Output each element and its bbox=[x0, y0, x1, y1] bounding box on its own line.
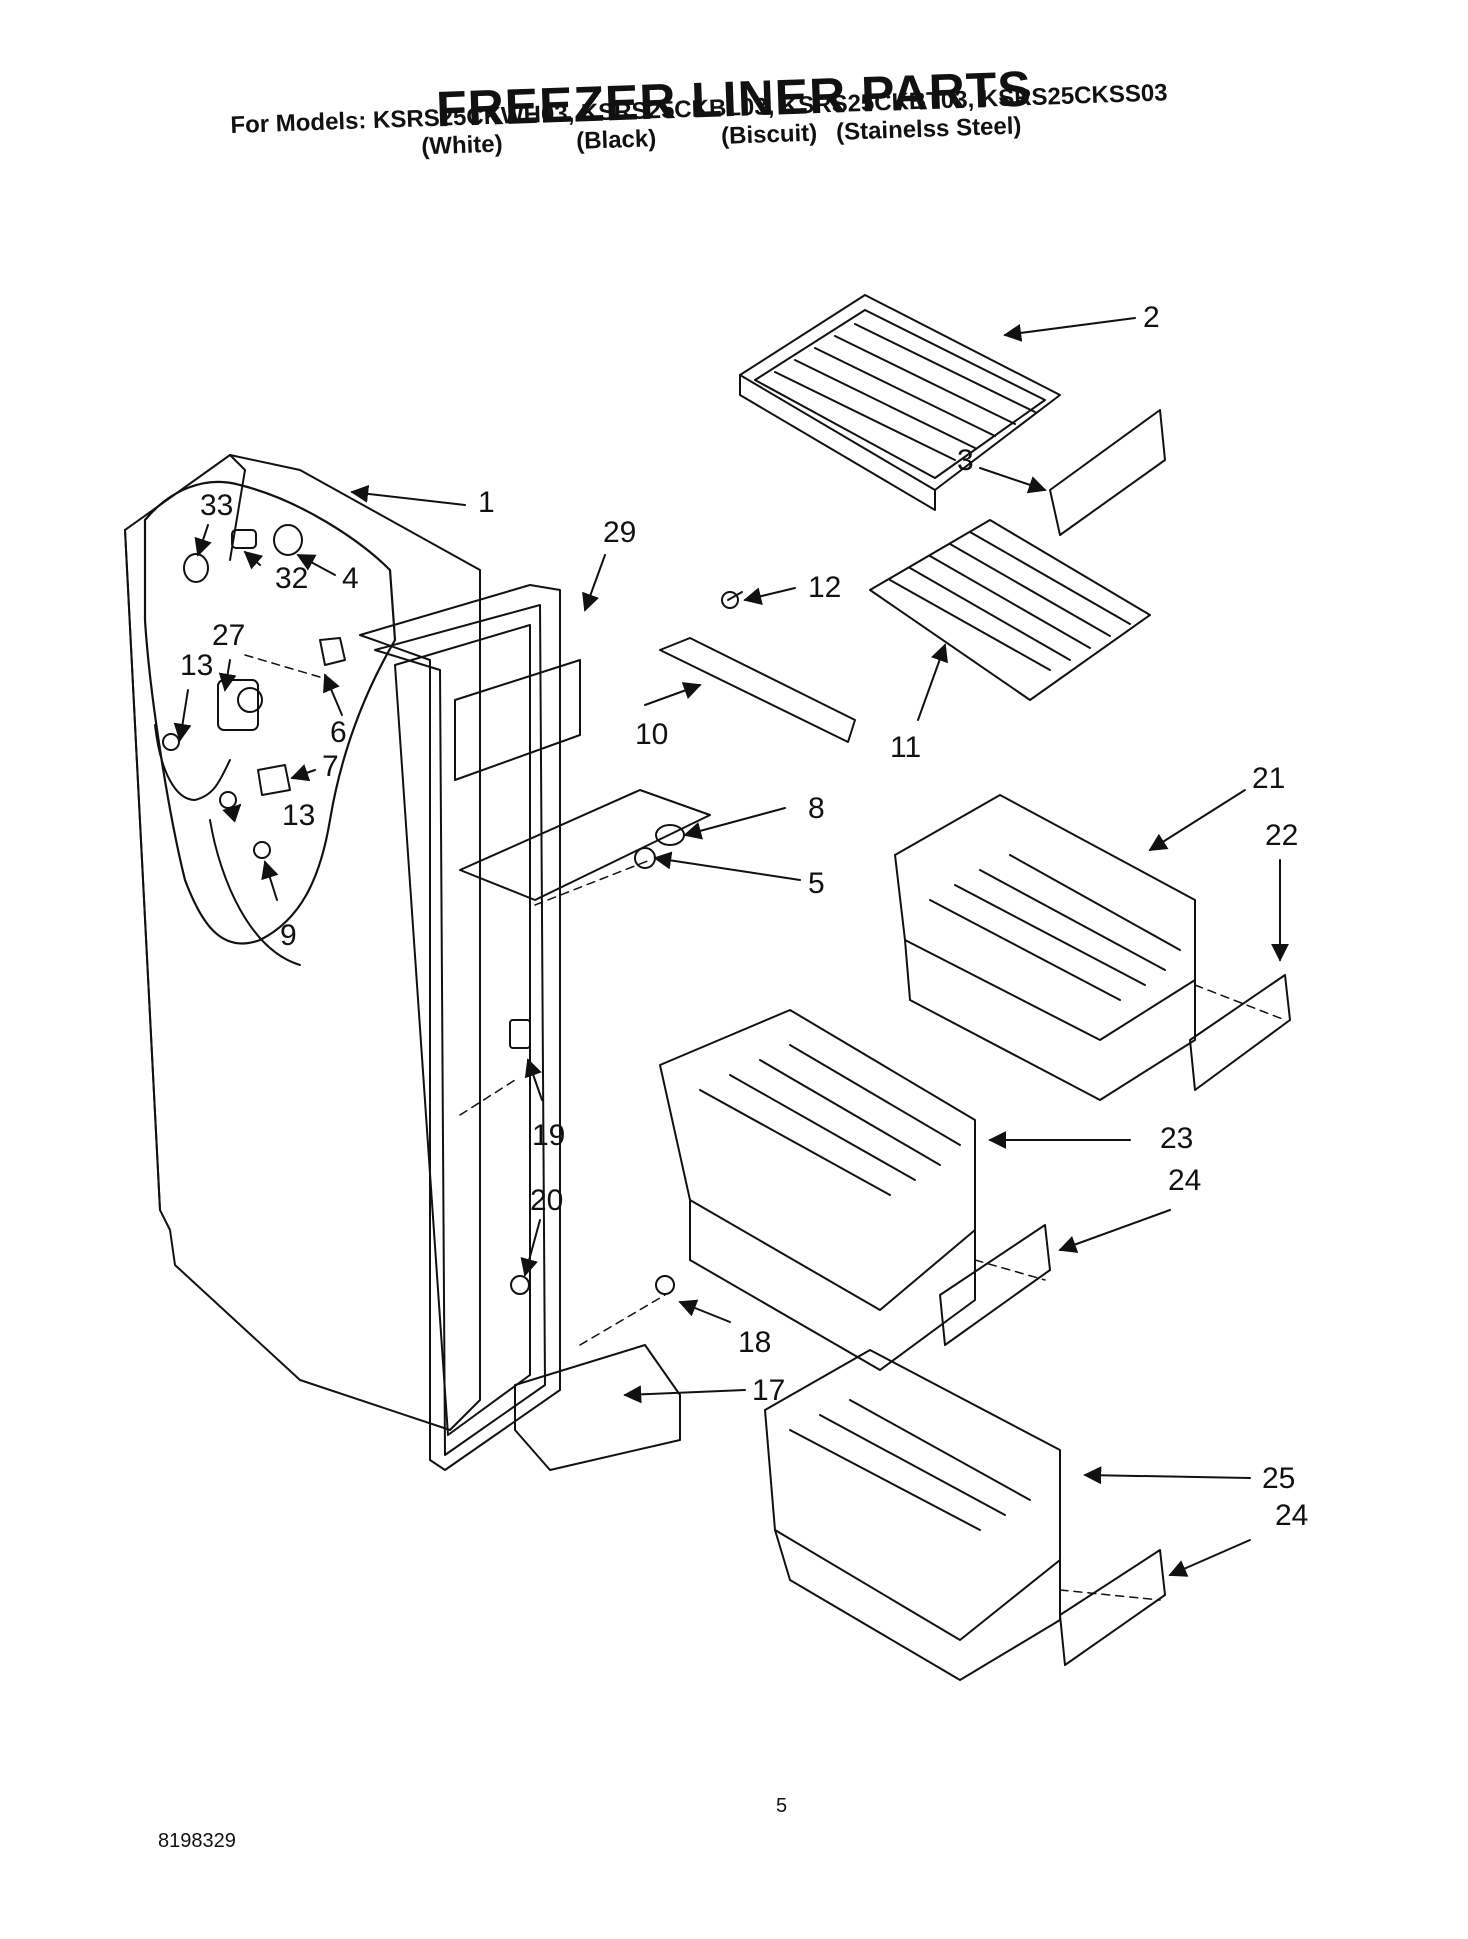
switch-19 bbox=[509, 1019, 531, 1049]
callout-8: 8 bbox=[808, 792, 825, 825]
callout-23: 23 bbox=[1160, 1122, 1193, 1155]
grille-17 bbox=[514, 1344, 681, 1471]
basket-trim-22 bbox=[1189, 974, 1291, 1091]
callout-29: 29 bbox=[603, 516, 636, 549]
callout-18: 18 bbox=[738, 1326, 771, 1359]
document-number: 8198329 bbox=[158, 1830, 236, 1852]
callout-labels: 1 2 3 4 5 6 7 8 9 10 11 12 13 13 17 18 1… bbox=[180, 301, 1308, 1532]
callout-19: 19 bbox=[532, 1119, 565, 1152]
callout-10: 10 bbox=[635, 718, 668, 751]
basket-25 bbox=[764, 1349, 1061, 1681]
callout-20: 20 bbox=[530, 1184, 563, 1217]
basket-21 bbox=[894, 794, 1196, 1101]
screw-18 bbox=[655, 1275, 675, 1295]
page-number: 5 bbox=[776, 1795, 788, 1817]
part-5-screw bbox=[634, 847, 656, 869]
screw-20 bbox=[510, 1275, 530, 1295]
basket-trim-24-lower bbox=[1059, 1549, 1166, 1666]
callout-33: 33 bbox=[200, 489, 233, 522]
callout-13-lower: 13 bbox=[282, 799, 315, 832]
shelf-support-10 bbox=[659, 637, 856, 743]
liner-front-frame bbox=[359, 584, 561, 1471]
callout-11: 11 bbox=[890, 731, 921, 764]
leader-arrows bbox=[173, 317, 1289, 1577]
callout-13-upper: 13 bbox=[180, 649, 213, 682]
callout-24-lower: 24 bbox=[1275, 1499, 1308, 1532]
dashed-guides bbox=[244, 654, 1286, 1601]
callout-4: 4 bbox=[342, 562, 359, 595]
callout-3: 3 bbox=[957, 444, 974, 477]
basket-23 bbox=[659, 1009, 976, 1371]
shelf-2 bbox=[739, 294, 1061, 511]
callout-7: 7 bbox=[322, 750, 339, 783]
basket-trim-24-upper bbox=[939, 1224, 1051, 1346]
callout-25: 25 bbox=[1262, 1462, 1295, 1495]
duct-cover bbox=[454, 659, 581, 781]
callout-12: 12 bbox=[808, 571, 841, 604]
callout-27: 27 bbox=[212, 619, 245, 652]
callout-6: 6 bbox=[330, 716, 347, 749]
callout-21: 21 bbox=[1252, 762, 1285, 795]
shelf-11 bbox=[869, 519, 1151, 701]
small-parts bbox=[162, 524, 346, 859]
callout-5: 5 bbox=[808, 867, 825, 900]
callout-32: 32 bbox=[275, 562, 308, 595]
shelf-trim-3 bbox=[1049, 409, 1166, 536]
callout-1: 1 bbox=[478, 486, 495, 519]
callout-22: 22 bbox=[1265, 819, 1298, 852]
freezer-liner bbox=[124, 454, 481, 1431]
screw-12 bbox=[721, 591, 739, 609]
callout-9: 9 bbox=[280, 919, 297, 952]
callout-17: 17 bbox=[752, 1374, 785, 1407]
callout-2: 2 bbox=[1143, 301, 1160, 334]
callout-24-upper: 24 bbox=[1168, 1164, 1201, 1197]
